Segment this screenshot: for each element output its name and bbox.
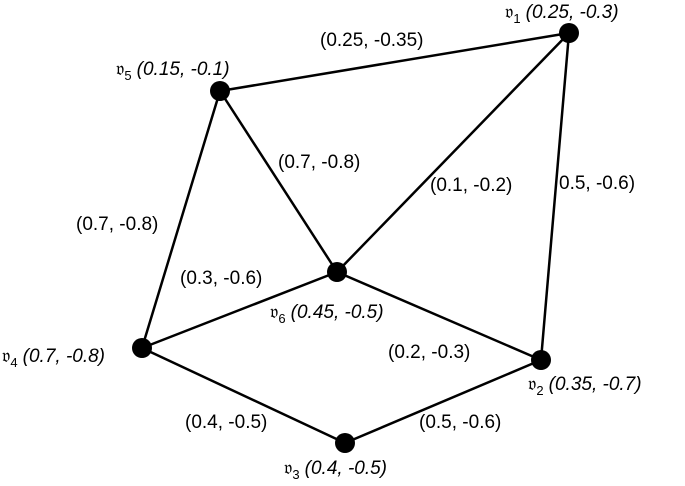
vertex-value: (0.4, -0.5) [305, 458, 387, 479]
vertex-label-v1: 𝔳1 (0.25, -0.3) [505, 1, 619, 26]
vertex-value: (0.7, -0.8) [23, 346, 105, 367]
vertex-label-v3: 𝔳3 (0.4, -0.5) [284, 457, 387, 482]
vertex-v4 [132, 338, 152, 358]
edge-v5-v1 [218, 31, 571, 93]
vertex-symbol: 𝔳 [116, 58, 124, 80]
edge-v5-v6 [218, 89, 339, 274]
vertex-label-v2: 𝔳2 (0.35, -0.7) [528, 373, 642, 398]
vertex-label-v5: 𝔳5 (0.15, -0.1) [116, 58, 230, 83]
edge-label-v1-v2: 0.5, -0.6) [559, 173, 635, 194]
edge-v6-v2 [335, 270, 543, 362]
vertex-subscript: 3 [292, 467, 299, 482]
edge-v1-v2 [539, 31, 571, 362]
vertex-subscript: 1 [513, 11, 520, 26]
edge-v5-v4 [140, 89, 222, 350]
edge-label-v5-v4: (0.7, -0.8) [76, 214, 158, 235]
vertex-value: (0.25, -0.3) [526, 2, 619, 23]
edge-v3-v2 [343, 358, 543, 445]
vertex-symbol: 𝔳 [505, 1, 513, 23]
vertex-subscript: 5 [124, 68, 131, 83]
vertex-value: (0.45, -0.5) [291, 302, 384, 323]
edge-v4-v6 [140, 270, 339, 350]
vertex-symbol: 𝔳 [2, 345, 10, 367]
vertex-v5 [210, 81, 230, 101]
vertex-subscript: 6 [278, 311, 285, 326]
vertex-v3 [335, 433, 355, 453]
edge-label-v4-v3: (0.4, -0.5) [185, 412, 267, 433]
vertex-symbol: 𝔳 [284, 457, 292, 479]
edge-label-v6-v2: (0.2, -0.3) [388, 342, 470, 363]
edge-v4-v3 [140, 346, 347, 445]
edge-label-v5-v6: (0.7, -0.8) [278, 152, 360, 173]
edge-label-v5-v1: (0.25, -0.35) [320, 30, 424, 51]
vertex-value: (0.15, -0.1) [137, 59, 230, 80]
vertex-subscript: 2 [536, 383, 543, 398]
vertex-v1 [559, 23, 579, 43]
vertex-label-v4: 𝔳4 (0.7, -0.8) [2, 345, 105, 370]
vertex-v6 [327, 262, 347, 282]
vertex-label-v6: 𝔳6 (0.45, -0.5) [270, 301, 384, 326]
edge-label-v1-v6: (0.1, -0.2) [430, 175, 512, 196]
edge-v1-v6 [335, 31, 571, 274]
vertex-value: (0.35, -0.7) [549, 374, 642, 395]
edge-label-v4-v6: (0.3, -0.6) [180, 268, 262, 289]
vertex-symbol: 𝔳 [270, 301, 278, 323]
vertex-subscript: 4 [10, 355, 17, 370]
vertex-v2 [531, 350, 551, 370]
vertex-symbol: 𝔳 [528, 373, 536, 395]
edge-label-v3-v2: (0.5, -0.6) [419, 412, 501, 433]
